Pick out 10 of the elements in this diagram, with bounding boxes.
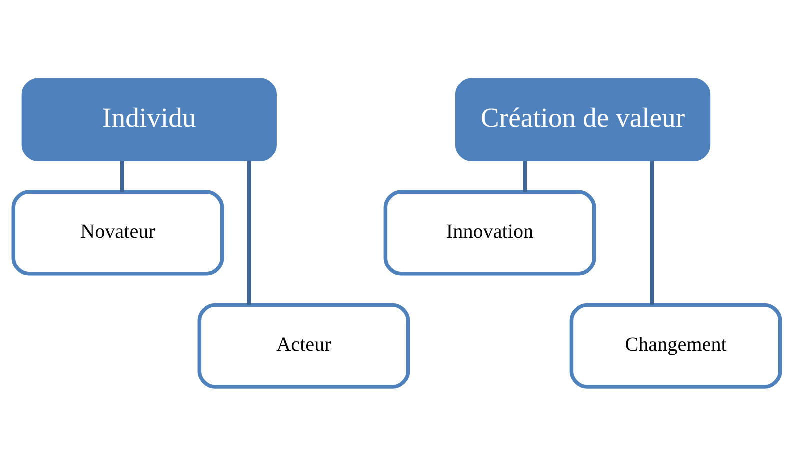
node-box: Changement [570, 303, 782, 389]
connector [523, 161, 528, 192]
node-box: Création de valeur [455, 78, 711, 162]
node-box: Novateur [12, 190, 224, 276]
node-box: Innovation [384, 190, 596, 276]
node-box: Acteur [198, 303, 410, 389]
node-box: Individu [22, 78, 277, 162]
connector [650, 160, 654, 306]
connector [120, 161, 124, 192]
connector [247, 160, 252, 306]
